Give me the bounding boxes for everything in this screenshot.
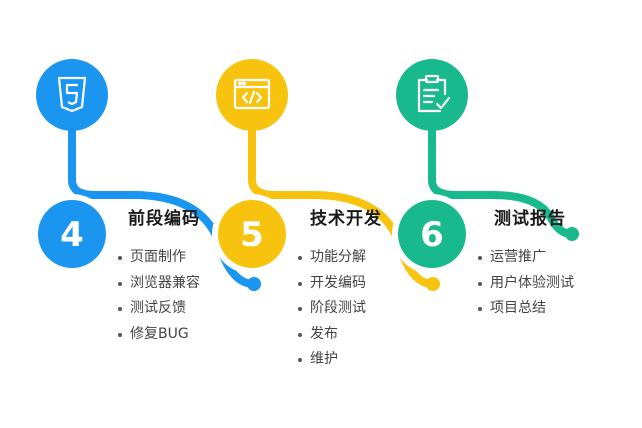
list-item: 阶段测试 (298, 296, 366, 322)
code-window-icon (233, 78, 271, 110)
step-title: 技术开发 (310, 209, 382, 229)
list-item: 项目总结 (478, 296, 574, 322)
step-number: 5 (240, 215, 264, 255)
connector-green (428, 114, 576, 238)
step-number: 4 (60, 215, 84, 255)
list-item: 修复BUG (118, 322, 200, 348)
list-item: 发布 (298, 322, 366, 348)
list-item: 维护 (298, 347, 366, 373)
html5-icon (57, 76, 87, 113)
step-title: 测试报告 (494, 209, 566, 229)
connector-end-green (565, 227, 579, 241)
list-item: 页面制作 (118, 245, 200, 271)
list-item: 运营推广 (478, 245, 574, 271)
step-item-list: 运营推广 用户体验测试 项目总结 (478, 245, 574, 322)
step-item-list: 功能分解 开发编码 阶段测试 发布 维护 (298, 245, 366, 373)
connector-end-yellow (426, 277, 440, 291)
icon-circle-blue (36, 59, 108, 131)
list-item: 开发编码 (298, 271, 366, 297)
connector-end-blue (247, 277, 261, 291)
connector-yellow (248, 114, 437, 288)
list-item: 测试反馈 (118, 296, 200, 322)
step-number: 6 (420, 215, 444, 255)
list-item: 功能分解 (298, 245, 366, 271)
clipboard-check-icon (417, 74, 451, 113)
number-circle-4 (38, 200, 106, 268)
list-item: 浏览器兼容 (118, 271, 200, 297)
connector-blue (68, 114, 258, 288)
step-title: 前段编码 (128, 209, 200, 229)
step-item-list: 页面制作 浏览器兼容 测试反馈 修复BUG (118, 245, 200, 347)
list-item: 用户体验测试 (478, 271, 574, 297)
number-circle-6 (398, 200, 466, 268)
number-circle-5 (218, 200, 286, 268)
